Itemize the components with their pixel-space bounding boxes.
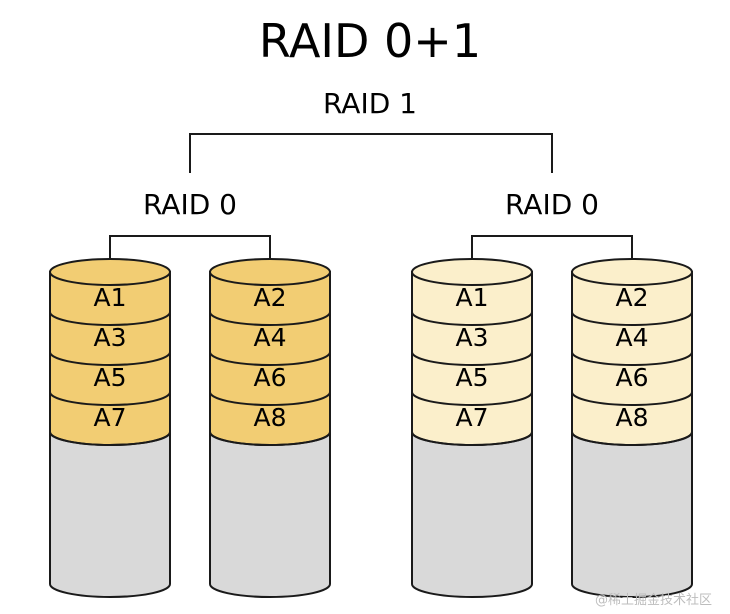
mirror-connector — [189, 133, 553, 173]
block-label: A1 — [93, 283, 126, 312]
block-label: A4 — [615, 323, 648, 352]
disk-top — [209, 258, 331, 286]
block-divider — [411, 391, 533, 406]
diagram-title: RAID 0+1 — [259, 14, 481, 68]
block-divider — [209, 391, 331, 406]
block-divider — [49, 351, 171, 366]
block-label: A8 — [615, 403, 648, 432]
disk-empty-space — [49, 431, 171, 598]
block-divider — [411, 351, 533, 366]
block-divider — [571, 391, 693, 406]
block-divider — [209, 431, 331, 446]
block-label: A3 — [455, 323, 488, 352]
block-label: A1 — [455, 283, 488, 312]
group-label: RAID 0 — [505, 188, 599, 221]
block-label: A5 — [455, 363, 488, 392]
block-divider — [49, 431, 171, 446]
stripe-connector — [471, 235, 633, 272]
block-label: A8 — [253, 403, 286, 432]
block-label: A7 — [93, 403, 126, 432]
block-label: A4 — [253, 323, 286, 352]
block-divider — [49, 311, 171, 326]
block-label: A5 — [93, 363, 126, 392]
block-divider — [209, 311, 331, 326]
block-divider — [571, 431, 693, 446]
block-divider — [411, 311, 533, 326]
stripe-connector — [109, 235, 271, 272]
disk-empty-space — [411, 431, 533, 598]
block-divider — [49, 391, 171, 406]
block-label: A6 — [615, 363, 648, 392]
watermark-text: @稀土掘金技术社区 — [594, 593, 712, 608]
block-label: A7 — [455, 403, 488, 432]
mirror-label: RAID 1 — [323, 87, 417, 120]
disk-top — [571, 258, 693, 286]
block-label: A2 — [615, 283, 648, 312]
block-divider — [571, 311, 693, 326]
group-label: RAID 0 — [143, 188, 237, 221]
block-divider — [209, 351, 331, 366]
block-label: A3 — [93, 323, 126, 352]
disk-empty-space — [209, 431, 331, 598]
block-label: A6 — [253, 363, 286, 392]
disk-empty-space — [571, 431, 693, 598]
block-label: A2 — [253, 283, 286, 312]
disk-top — [49, 258, 171, 286]
disk-top — [411, 258, 533, 286]
block-divider — [411, 431, 533, 446]
block-divider — [571, 351, 693, 366]
